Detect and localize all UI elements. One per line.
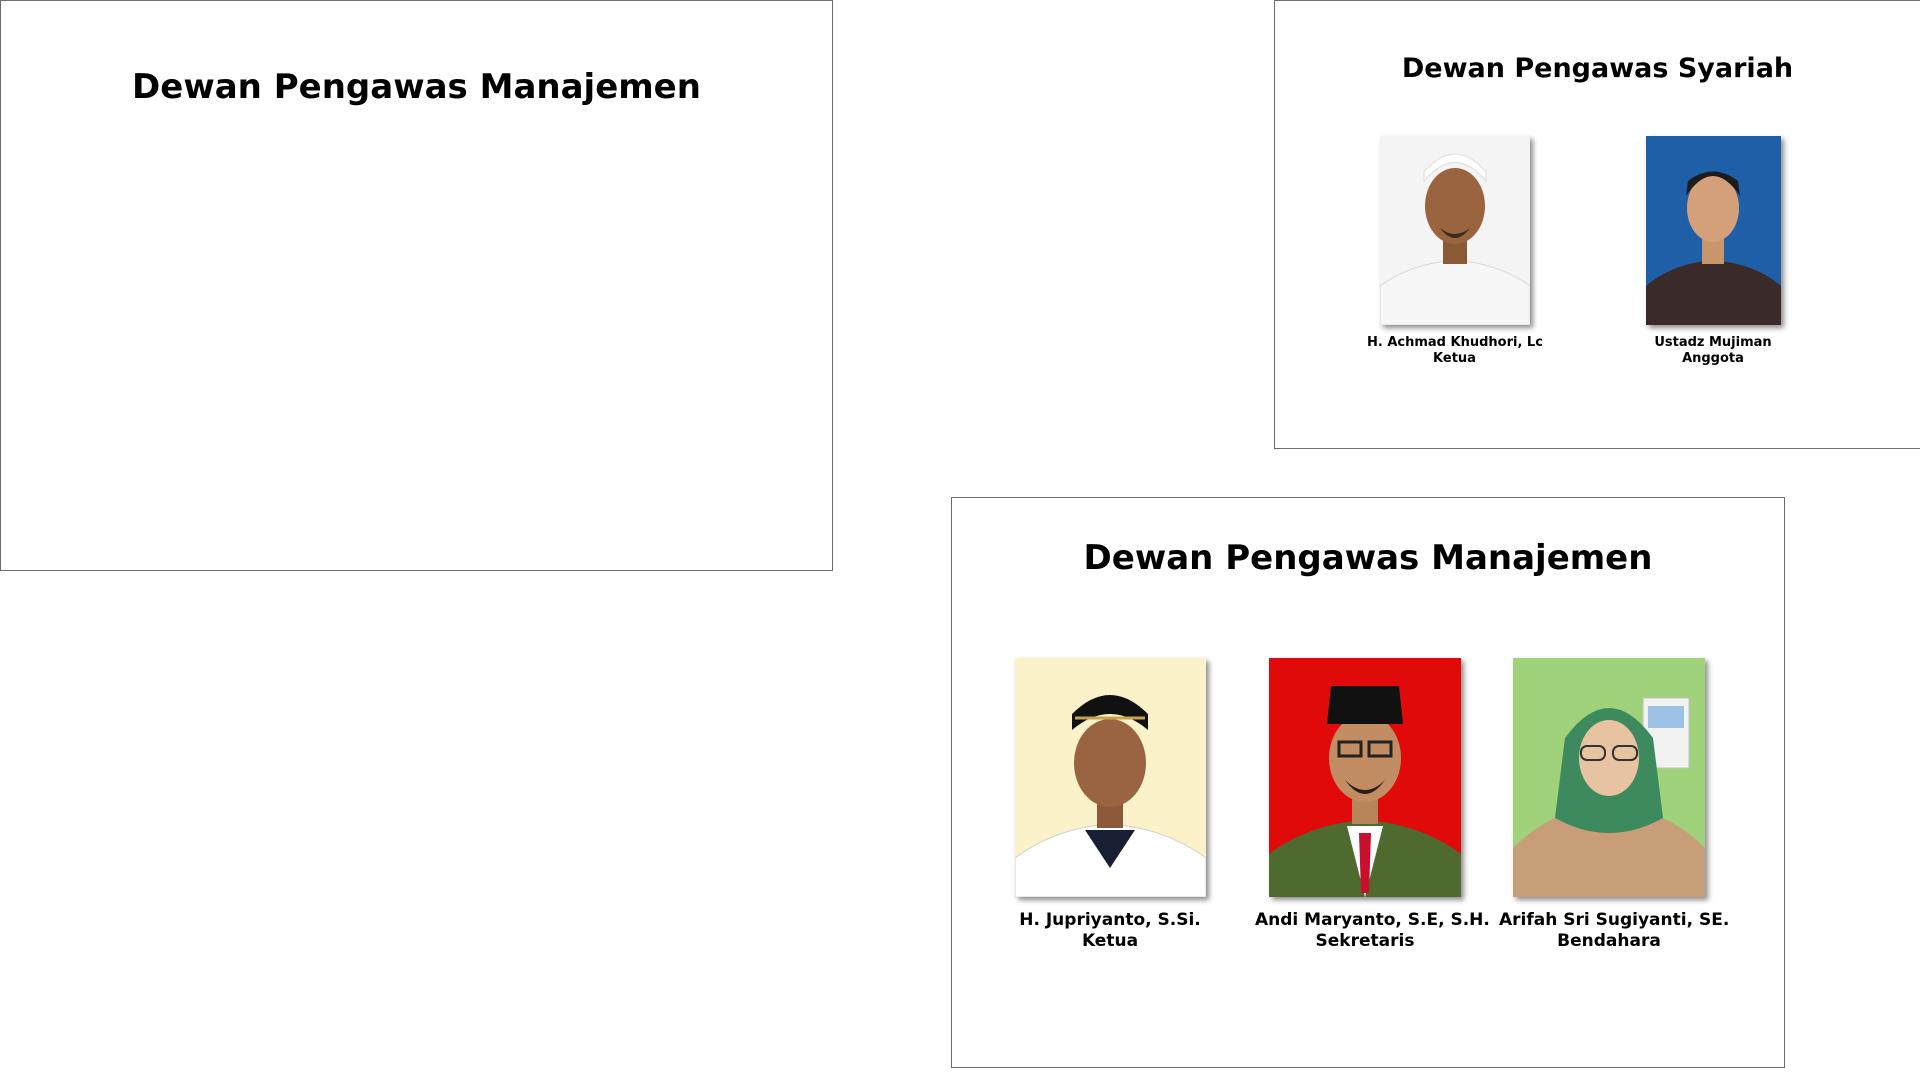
member-name: Arifah Sri Sugiyanti, SE. [1499, 910, 1730, 930]
member-card: H. Jupriyanto, S.Si. Ketua [1000, 658, 1220, 953]
member-card: Andi Maryanto, S.E, S.H. Sekretaris [1255, 658, 1490, 953]
member-role: Ketua [1433, 351, 1476, 367]
member-photo [1269, 658, 1461, 897]
slide-dewan-pengawas-manajemen[interactable]: Dewan Pengawas Manajemen H. Jupriyanto, … [951, 497, 1785, 1068]
member-card: Arifah Sri Sugiyanti, SE. Bendahara [1499, 658, 1730, 953]
member-name: Ustadz Mujiman [1654, 335, 1772, 350]
member-card: Ustadz Mujiman Anggota [1643, 136, 1783, 368]
slide-title: Dewan Pengawas Syariah [1401, 53, 1794, 84]
member-photo [1513, 658, 1705, 897]
slide-title: Dewan Pengawas Manajemen [1083, 538, 1653, 578]
member-photo [1379, 136, 1530, 325]
member-role: Anggota [1682, 351, 1744, 367]
member-name: Andi Maryanto, S.E, S.H. [1255, 910, 1490, 930]
slide-title: Dewan Pengawas Manajemen [132, 67, 701, 107]
member-photo [1014, 658, 1206, 897]
member-card: H. Achmad Khudhori, Lc Ketua [1367, 136, 1543, 368]
member-role: Sekretaris [1315, 931, 1415, 952]
member-name: H. Achmad Khudhori, Lc [1367, 335, 1543, 350]
member-name: H. Jupriyanto, S.Si. [1019, 910, 1201, 930]
member-photo [1645, 136, 1781, 325]
member-role: Bendahara [1557, 931, 1661, 952]
slide-dewan-pengawas-syariah[interactable]: Dewan Pengawas Syariah H. Achmad Khudhor… [1274, 0, 1920, 449]
member-role: Ketua [1081, 931, 1139, 952]
slide-dewan-pengawas-manajemen-empty[interactable]: Dewan Pengawas Manajemen [0, 0, 833, 571]
